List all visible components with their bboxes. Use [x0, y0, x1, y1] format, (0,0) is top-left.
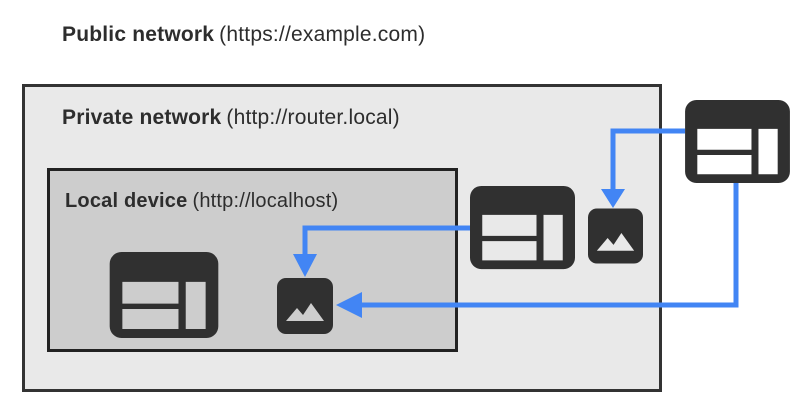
public-network-label: Public network(https://example.com): [62, 23, 425, 47]
private-image-icon: [588, 208, 643, 264]
local-device-url: (http://localhost): [192, 190, 339, 212]
local-image-icon: [277, 278, 333, 334]
public-network-url: (https://example.com): [219, 23, 426, 46]
local-webpage-icon: [109, 252, 219, 338]
public-network-name: Public network: [62, 23, 215, 46]
public-webpage-icon: [685, 100, 790, 183]
private-network-url: (http://router.local): [226, 106, 400, 129]
local-device-label: Local device(http://localhost): [65, 190, 338, 213]
local-device-name: Local device: [65, 190, 188, 212]
private-network-name: Private network: [62, 106, 222, 129]
private-webpage-icon: [470, 185, 575, 270]
private-network-label: Private network(http://router.local): [62, 106, 400, 130]
